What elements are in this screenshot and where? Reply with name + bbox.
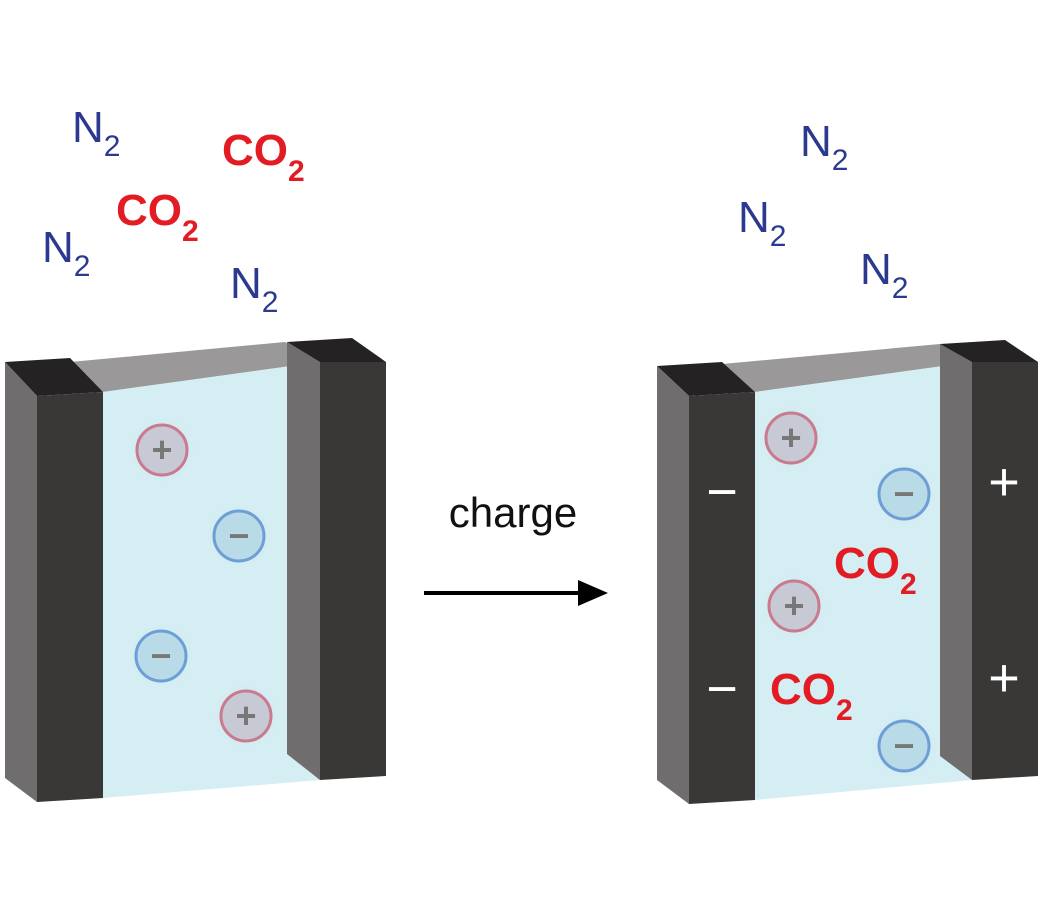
cation: + <box>210 680 282 752</box>
anion-icon: − <box>893 725 914 766</box>
cation-icon: + <box>780 417 801 458</box>
n2-molecule: N2 <box>72 103 120 163</box>
negative-sign: − <box>706 462 738 522</box>
n2-molecule: N2 <box>42 223 90 283</box>
right-electrode-inner-face <box>940 344 972 780</box>
co2-molecule: CO2 <box>116 186 199 248</box>
left-cell: + − − + <box>5 338 386 802</box>
n2-molecule: N2 <box>230 259 278 319</box>
right-electrode-front <box>320 362 386 780</box>
right-cell: − − + + + − + − CO2 CO2 <box>657 340 1038 804</box>
co2-molecule: CO2 <box>834 539 917 601</box>
right-electrode-top <box>287 338 386 362</box>
left-electrode-front <box>689 392 755 804</box>
negative-sign: − <box>706 659 738 719</box>
left-electrode-top <box>657 362 755 396</box>
charge-arrow: charge <box>424 489 608 606</box>
anion: − <box>868 710 940 782</box>
anion: − <box>203 500 275 572</box>
left-electrode-side <box>5 362 37 802</box>
arrow-head <box>578 580 608 606</box>
positive-sign: + <box>988 452 1020 512</box>
right-gas-molecules: N2 N2 N2 <box>738 117 908 305</box>
electrolyte-top-face <box>70 342 320 392</box>
cation: + <box>758 570 830 642</box>
positive-sign: + <box>988 648 1020 708</box>
co2-molecule: CO2 <box>770 665 853 727</box>
n2-molecule: N2 <box>860 245 908 305</box>
n2-molecule: N2 <box>800 117 848 177</box>
n2-molecule: N2 <box>738 193 786 253</box>
anion: − <box>868 458 940 530</box>
anion-icon: − <box>228 515 249 556</box>
cation-icon: + <box>151 429 172 470</box>
right-electrode-front <box>972 362 1038 780</box>
right-electrode-top <box>940 340 1038 362</box>
anion: − <box>125 620 197 692</box>
left-electrode-top <box>5 358 103 396</box>
cation: + <box>755 402 827 474</box>
cation: + <box>126 414 198 486</box>
co2-molecule: CO2 <box>222 126 305 188</box>
cation-icon: + <box>783 585 804 626</box>
left-electrode-side <box>657 366 689 804</box>
electrolyte-top-face <box>722 344 972 392</box>
cation-icon: + <box>235 695 256 736</box>
right-electrode-inner-face <box>287 342 320 780</box>
arrow-label: charge <box>449 489 577 536</box>
left-electrode-front <box>37 392 103 802</box>
anion-icon: − <box>893 473 914 514</box>
anion-icon: − <box>150 635 171 676</box>
left-gas-molecules: N2 CO2 CO2 N2 N2 <box>42 103 305 319</box>
